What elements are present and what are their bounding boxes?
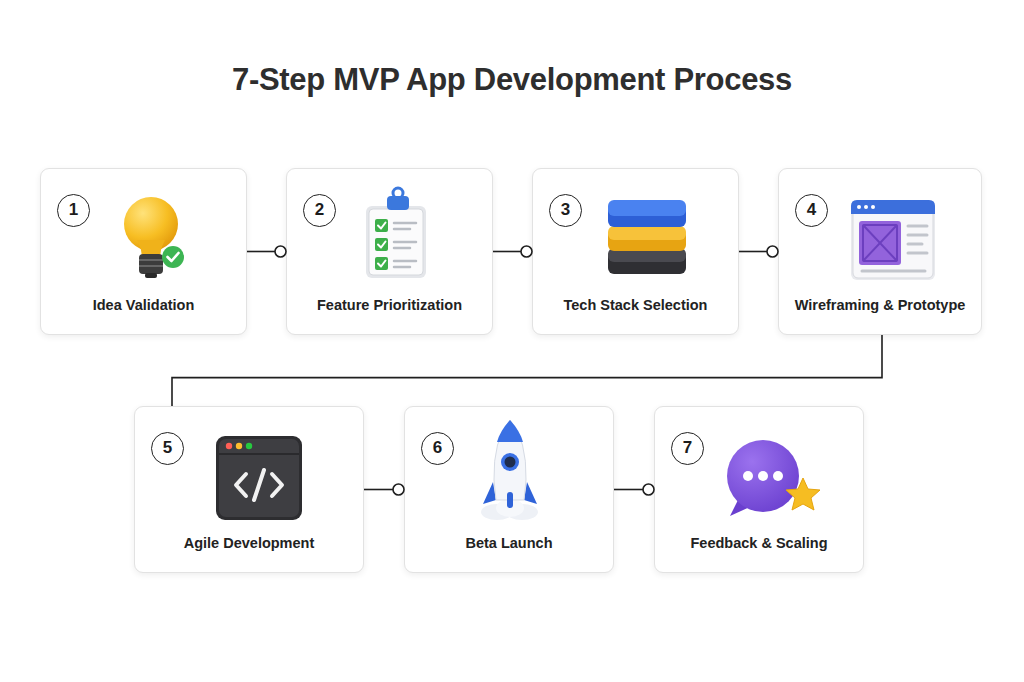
connector-head (643, 484, 654, 495)
connector-line (364, 489, 393, 491)
connector (172, 335, 882, 406)
connector-head (767, 246, 778, 257)
step-number: 5 (151, 432, 184, 465)
bulb-icon (124, 197, 184, 278)
diagram-title: 7-Step MVP App Development Process (0, 62, 1024, 98)
connector-line (172, 335, 882, 406)
step-label: Tech Stack Selection (537, 297, 734, 313)
process-box: 4Wireframing & Prototype (778, 168, 982, 335)
connector-head (393, 484, 404, 495)
rocket-icon (481, 420, 538, 520)
connector (364, 484, 404, 495)
clipboard-icon (366, 188, 426, 278)
step-number: 2 (303, 194, 336, 227)
connector (739, 246, 778, 257)
process-box: 1Idea Validation (40, 168, 247, 335)
step-label: Agile Development (139, 535, 359, 551)
step-number: 6 (421, 432, 454, 465)
process-box: 5Agile Development (134, 406, 364, 573)
connector (614, 484, 654, 495)
step-number: 1 (57, 194, 90, 227)
step-label: Feedback & Scaling (659, 535, 859, 551)
process-box: 7Feedback & Scaling (654, 406, 864, 573)
step-number: 7 (671, 432, 704, 465)
connector-line (614, 489, 643, 491)
process-box: 3Tech Stack Selection (532, 168, 739, 335)
connector-head (275, 246, 286, 257)
code-icon (216, 436, 302, 520)
connector-line (739, 251, 767, 253)
connector (493, 246, 532, 257)
step-label: Feature Prioritization (291, 297, 488, 313)
process-box: 2Feature Prioritization (286, 168, 493, 335)
step-label: Idea Validation (45, 297, 242, 313)
step-label: Wireframing & Prototype (783, 297, 977, 313)
connector-line (247, 251, 275, 253)
connector-line (493, 251, 521, 253)
step-label: Beta Launch (409, 535, 609, 551)
wireframe-icon (851, 200, 935, 280)
step-number: 4 (795, 194, 828, 227)
stack-icon (608, 200, 686, 274)
connector (247, 246, 286, 257)
chat-icon (727, 440, 820, 516)
connector-head (521, 246, 532, 257)
process-box: 6Beta Launch (404, 406, 614, 573)
step-number: 3 (549, 194, 582, 227)
